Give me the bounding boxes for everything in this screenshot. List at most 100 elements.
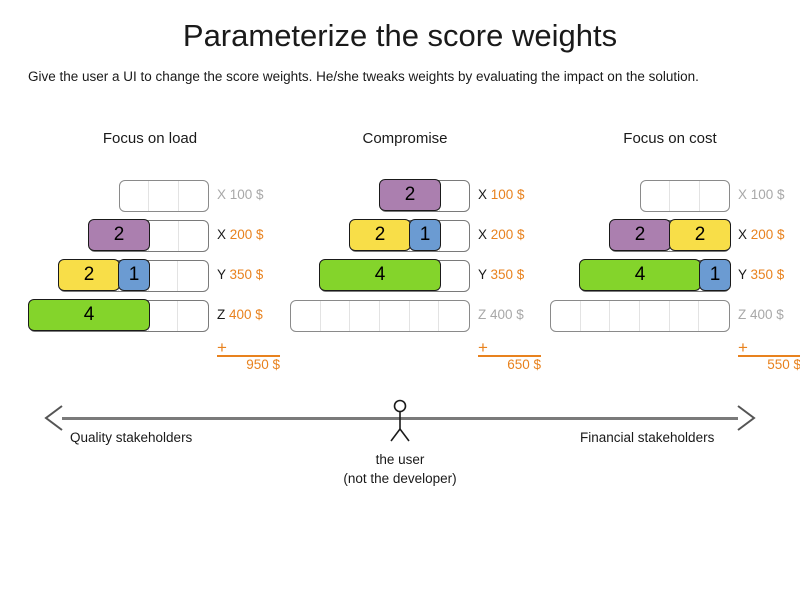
weight-segment[interactable]: 4 (28, 299, 150, 331)
figure-caption-line1: the user (375, 452, 425, 467)
row-amount: 350 $ (490, 267, 525, 282)
track-cell-grid (641, 181, 729, 211)
row-cost-label: Y 350 $ (478, 267, 524, 282)
row-amount: 200 $ (750, 227, 785, 242)
weight-segment-value: 2 (113, 224, 125, 245)
row-key: Z (478, 307, 487, 322)
weight-segment[interactable]: 2 (379, 179, 441, 211)
track-cell (149, 221, 179, 251)
track-cell (149, 301, 179, 331)
weight-segment[interactable]: 4 (579, 259, 701, 291)
track-cell (179, 181, 208, 211)
figure-caption-line2: (not the developer) (343, 471, 457, 486)
column-header: Focus on cost (623, 130, 717, 147)
weight-segment-value: 2 (374, 224, 386, 245)
row-cost-label: X 100 $ (738, 187, 785, 202)
weight-segment-value: 4 (374, 264, 386, 285)
weight-segment-value: 1 (709, 264, 721, 285)
track-cell (120, 181, 150, 211)
row-amount: 100 $ (490, 187, 525, 202)
weight-segment-value: 2 (634, 224, 646, 245)
axis-label-right: Financial stakeholders (580, 430, 715, 445)
weight-slider-track[interactable] (550, 300, 730, 332)
weight-segment[interactable]: 2 (349, 219, 411, 251)
row-cost-label: X 200 $ (738, 227, 785, 242)
track-cell (178, 261, 208, 291)
track-cell (641, 181, 671, 211)
row-amount: 100 $ (750, 187, 785, 202)
weight-segment[interactable]: 1 (409, 219, 441, 251)
axis-label-left: Quality stakeholders (70, 430, 193, 445)
track-cell (670, 181, 700, 211)
sum-rule (738, 355, 800, 357)
weight-segment-value: 2 (404, 184, 416, 205)
weight-segment-value: 2 (694, 224, 706, 245)
weight-slider-track[interactable] (640, 180, 730, 212)
track-cell (610, 301, 641, 331)
row-cost-label: Z 400 $ (217, 307, 263, 322)
sum-value: 650 $ (507, 357, 541, 372)
track-cell-grid (120, 181, 208, 211)
row-key: Y (738, 267, 747, 282)
track-cell (670, 301, 700, 331)
row-cost-label: Y 350 $ (217, 267, 263, 282)
weight-segment-value: 4 (634, 264, 646, 285)
weight-segment[interactable]: 2 (669, 219, 731, 251)
track-cell (581, 301, 611, 331)
track-cell (350, 301, 381, 331)
sum-value: 550 $ (767, 357, 800, 372)
track-cell (699, 301, 729, 331)
column-header: Compromise (362, 130, 448, 147)
track-cell-grid (551, 301, 729, 331)
column-header: Focus on load (102, 130, 198, 147)
track-cell (179, 221, 208, 251)
row-cost-label: X 100 $ (217, 187, 264, 202)
weight-segment[interactable]: 2 (88, 219, 150, 251)
weight-segment-value: 4 (83, 304, 95, 325)
track-cell (439, 301, 469, 331)
track-cell (640, 301, 670, 331)
weight-slider-track[interactable] (119, 180, 209, 212)
arrow-head-left (42, 403, 63, 433)
row-key: X (478, 227, 488, 242)
sum-rule (478, 355, 541, 357)
sum-plus-sign: + (217, 338, 227, 357)
weight-segment[interactable]: 1 (699, 259, 731, 291)
weight-segment[interactable]: 4 (319, 259, 441, 291)
row-cost-label: X 100 $ (478, 187, 525, 202)
row-cost-label: Z 400 $ (738, 307, 784, 322)
track-cell (551, 301, 581, 331)
row-amount: 400 $ (490, 307, 524, 322)
sum-rule (217, 355, 280, 357)
weight-segment-value: 2 (83, 264, 95, 285)
figure-caption: the user (not the developer) (0, 450, 800, 488)
row-cost-label: Y 350 $ (738, 267, 784, 282)
row-key: Z (217, 307, 226, 322)
track-cell (380, 301, 410, 331)
row-amount: 350 $ (750, 267, 785, 282)
weight-segment[interactable]: 1 (118, 259, 150, 291)
arrow-head-right (736, 403, 756, 433)
sum-plus-sign: + (738, 338, 748, 357)
row-key: X (738, 227, 748, 242)
row-key: X (217, 227, 227, 242)
weight-segment[interactable]: 2 (609, 219, 671, 251)
row-key: Y (217, 267, 226, 282)
weight-slider-track[interactable] (290, 300, 470, 332)
track-cell (149, 181, 179, 211)
track-cell (440, 181, 469, 211)
track-cell (178, 301, 208, 331)
track-cell (410, 301, 440, 331)
row-key: Z (738, 307, 747, 322)
track-cell-grid (291, 301, 469, 331)
track-cell (439, 261, 469, 291)
weight-segment[interactable]: 2 (58, 259, 120, 291)
row-cost-label: X 200 $ (217, 227, 264, 242)
track-cell (700, 181, 729, 211)
weight-segment-value: 1 (419, 224, 431, 245)
sum-value: 950 $ (246, 357, 280, 372)
track-cell (321, 301, 351, 331)
row-cost-label: X 200 $ (478, 227, 525, 242)
track-cell (291, 301, 321, 331)
